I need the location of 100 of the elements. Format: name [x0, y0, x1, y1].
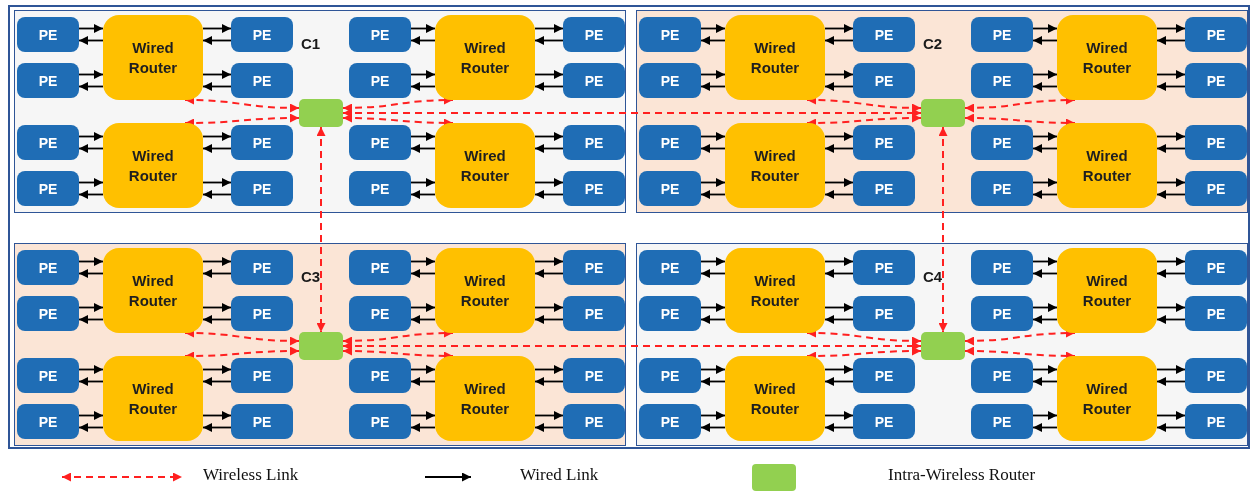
arrow — [824, 82, 854, 91]
arrow — [534, 36, 564, 45]
arrow — [78, 411, 104, 420]
arrow — [410, 132, 436, 141]
router-box: Wired Router — [725, 248, 825, 333]
router-box: Wired Router — [103, 123, 203, 208]
arrow — [410, 365, 436, 374]
processing-element-box: PE — [231, 63, 293, 98]
processing-element-box: PE — [17, 171, 79, 206]
processing-element-box: PE — [853, 17, 915, 52]
dashed-arrow — [342, 341, 922, 351]
legend-label: Wired Link — [520, 465, 599, 485]
arrow — [1032, 70, 1058, 79]
arrow — [1032, 132, 1058, 141]
arrow — [410, 82, 436, 91]
arrow — [202, 144, 232, 153]
router-box: Wired Router — [725, 123, 825, 208]
arrow — [78, 315, 104, 324]
arrow — [78, 132, 104, 141]
processing-element-box: PE — [971, 17, 1033, 52]
arrow — [202, 132, 232, 141]
arrow — [1156, 178, 1186, 187]
processing-element-box: PE — [639, 125, 701, 160]
arrow — [700, 303, 726, 312]
processing-element-box: PE — [17, 125, 79, 160]
arrow — [78, 365, 104, 374]
processing-element-box: PE — [639, 17, 701, 52]
arrow — [202, 36, 232, 45]
processing-element-box: PE — [349, 125, 411, 160]
arrow — [534, 365, 564, 374]
arrow — [410, 36, 436, 45]
processing-element-box: PE — [231, 125, 293, 160]
arrow — [534, 144, 564, 153]
cluster-label: C1 — [301, 35, 321, 52]
arrow — [534, 70, 564, 79]
arrow — [1032, 303, 1058, 312]
arrow — [534, 315, 564, 324]
arrow — [1032, 82, 1058, 91]
dashed-arrow — [342, 108, 922, 118]
processing-element-box: PE — [853, 125, 915, 160]
arrow — [1156, 377, 1186, 386]
wireless-router-box — [299, 99, 343, 127]
arrow — [824, 269, 854, 278]
arrow — [534, 82, 564, 91]
arrow — [1156, 132, 1186, 141]
arrow — [700, 144, 726, 153]
arrow — [1156, 190, 1186, 199]
arrow — [700, 190, 726, 199]
arrow — [1156, 315, 1186, 324]
processing-element-box: PE — [349, 404, 411, 439]
arrow — [1032, 178, 1058, 187]
arrow — [1032, 365, 1058, 374]
arrow — [1156, 303, 1186, 312]
arrow — [700, 257, 726, 266]
arrow — [1156, 24, 1186, 33]
processing-element-box: PE — [231, 358, 293, 393]
processing-element-box: PE — [853, 63, 915, 98]
arrow — [700, 269, 726, 278]
processing-element-box: PE — [1185, 296, 1247, 331]
router-box: Wired Router — [103, 248, 203, 333]
processing-element-box: PE — [349, 171, 411, 206]
arrow — [824, 365, 854, 374]
arrow — [78, 377, 104, 386]
processing-element-box: PE — [853, 250, 915, 285]
processing-element-box: PE — [639, 296, 701, 331]
processing-element-box: PE — [563, 358, 625, 393]
arrow — [410, 24, 436, 33]
processing-element-box: PE — [1185, 404, 1247, 439]
arrow — [1156, 365, 1186, 374]
arrow — [1032, 423, 1058, 432]
processing-element-box: PE — [853, 296, 915, 331]
arrow — [410, 190, 436, 199]
processing-element-box: PE — [639, 250, 701, 285]
processing-element-box: PE — [639, 404, 701, 439]
processing-element-box: PE — [349, 358, 411, 393]
arrow — [78, 144, 104, 153]
arrow — [202, 70, 232, 79]
processing-element-box: PE — [971, 63, 1033, 98]
processing-element-box: PE — [971, 171, 1033, 206]
router-box: Wired Router — [435, 248, 535, 333]
arrow — [824, 303, 854, 312]
arrow — [1032, 269, 1058, 278]
wireless-router-box — [299, 332, 343, 360]
arrow — [1156, 423, 1186, 432]
processing-element-box: PE — [231, 17, 293, 52]
processing-element-box: PE — [231, 250, 293, 285]
arrow — [202, 82, 232, 91]
arrow — [1032, 36, 1058, 45]
arrow — [410, 178, 436, 187]
legend-label: Intra-Wireless Router — [888, 465, 1036, 485]
arrow — [824, 257, 854, 266]
arrow — [534, 132, 564, 141]
processing-element-box: PE — [349, 63, 411, 98]
processing-element-box: PE — [971, 296, 1033, 331]
arrow — [78, 269, 104, 278]
processing-element-box: PE — [17, 296, 79, 331]
arrow — [824, 423, 854, 432]
arrow — [202, 269, 232, 278]
arrow — [534, 269, 564, 278]
processing-element-box: PE — [971, 125, 1033, 160]
